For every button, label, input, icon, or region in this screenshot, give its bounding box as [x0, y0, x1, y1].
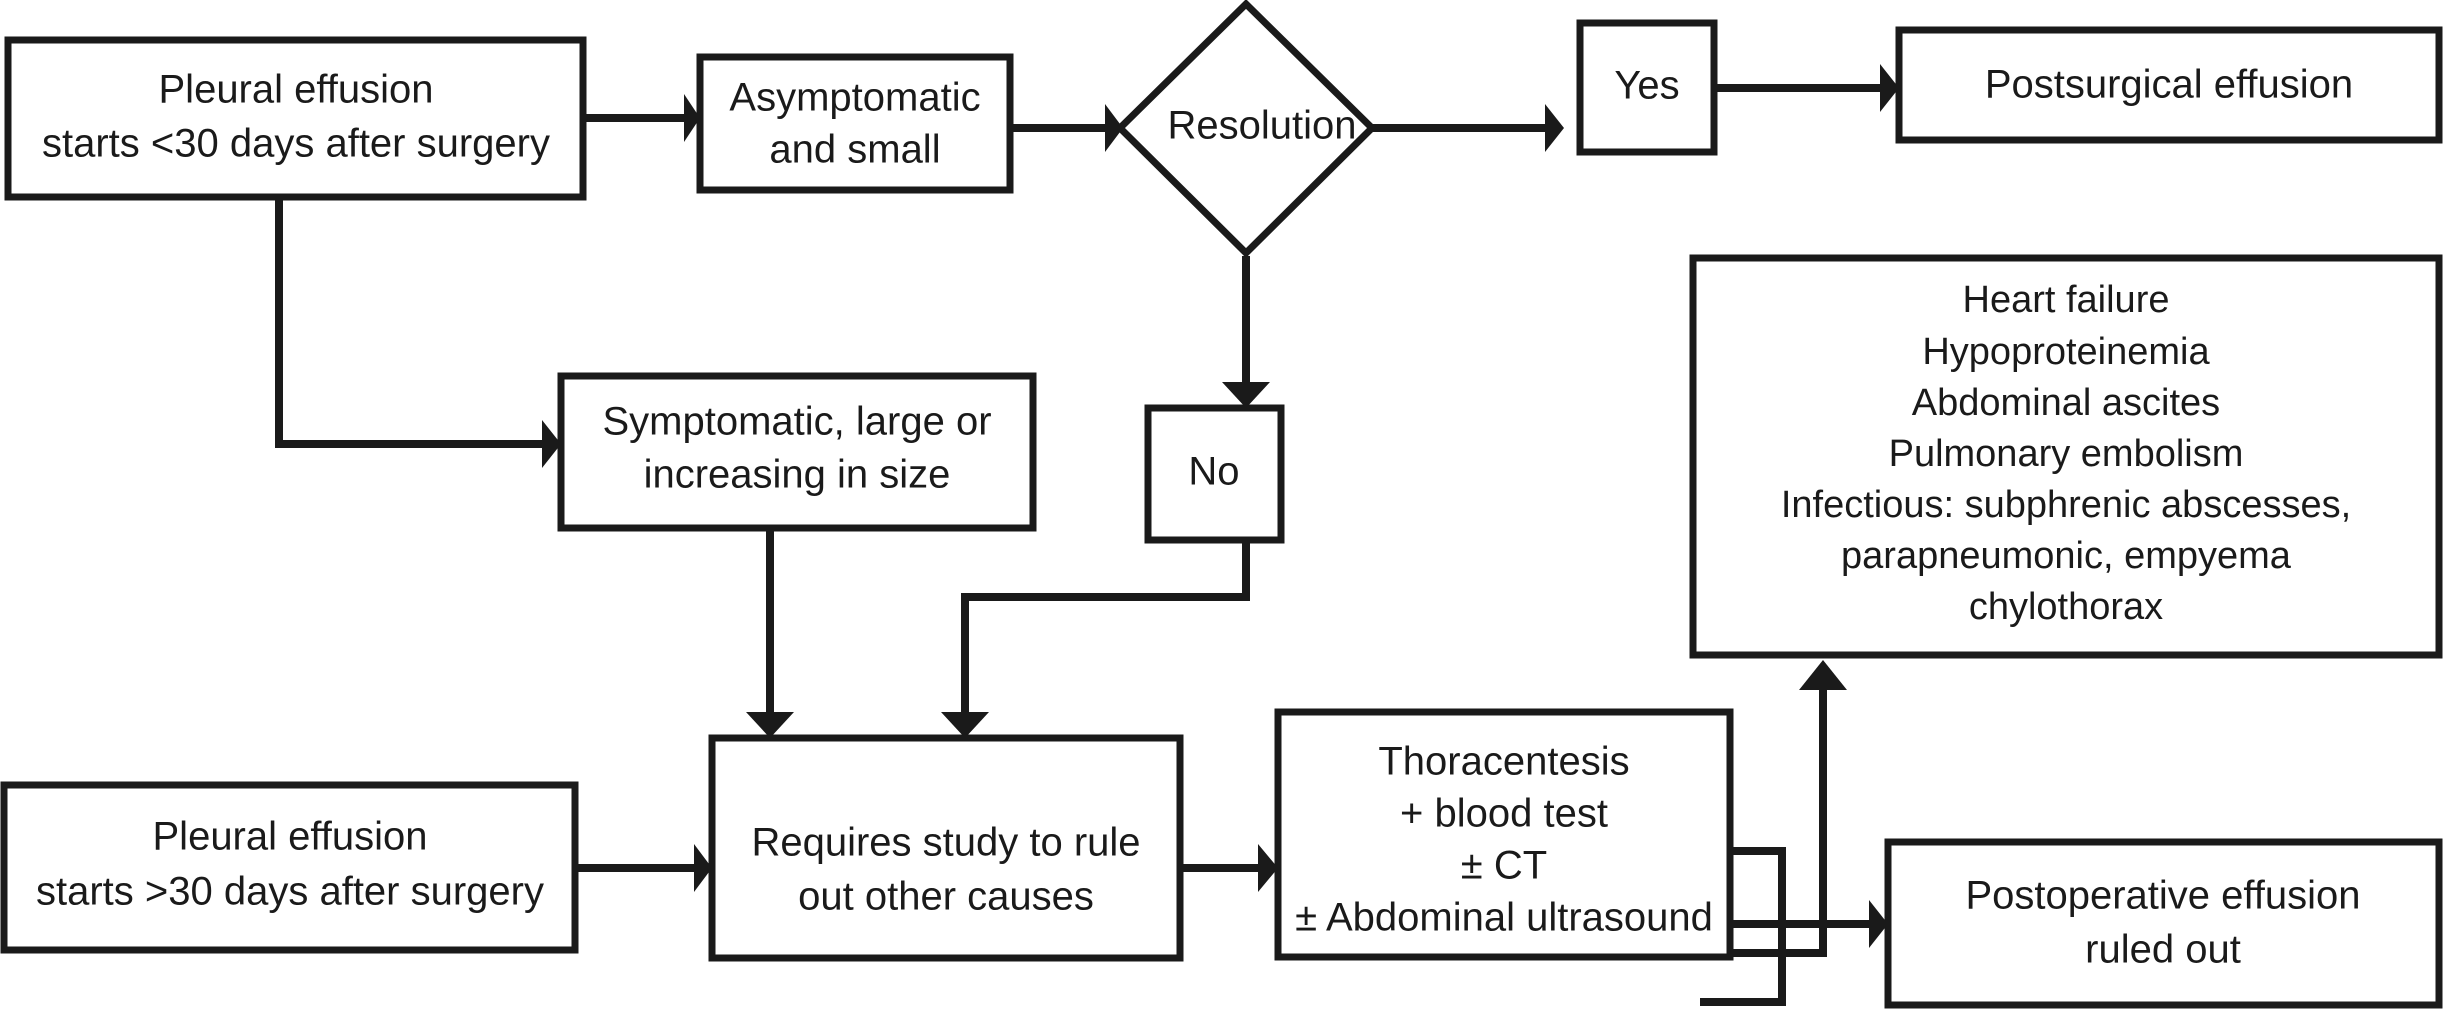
node-early-effusion[interactable]: Pleural effusion starts <30 days after s…: [4, 36, 587, 201]
node-early-effusion-line2: starts <30 days after surgery: [42, 122, 550, 166]
node-causes[interactable]: Heart failure Hypoproteinemia Abdominal …: [1689, 254, 2443, 659]
node-asymptomatic-line1: Asymptomatic: [729, 76, 980, 120]
node-early-effusion-line1: Pleural effusion: [159, 68, 434, 112]
node-ruled-out-line2: ruled out: [2085, 928, 2241, 972]
node-thoracentesis-line2: + blood test: [1400, 792, 1608, 836]
edge-yes-to-postsurgical: [1714, 64, 1899, 112]
edge-no-to-requires-study: [941, 540, 1250, 738]
node-causes-line2: Hypoproteinemia: [1922, 331, 2210, 373]
node-late-effusion[interactable]: Pleural effusion starts >30 days after s…: [0, 781, 579, 954]
node-asymptomatic-line2: and small: [769, 128, 940, 172]
edge-asymptomatic-to-resolution: [1010, 104, 1123, 152]
node-thoracentesis[interactable]: Thoracentesis + blood test ± CT ± Abdomi…: [1274, 708, 1734, 961]
edge-requires-study-to-thoracentesis: [1180, 844, 1278, 892]
edge-resolution-to-yes: [1372, 104, 1564, 152]
node-symptomatic[interactable]: Symptomatic, large or increasing in size: [557, 372, 1037, 532]
node-ruled-out[interactable]: Postoperative effusion ruled out: [1884, 838, 2443, 1009]
edge-early-to-asymptomatic: [583, 94, 700, 142]
edge-symptomatic-to-requires-study: [746, 528, 794, 738]
edge-early-to-symptomatic: [275, 197, 561, 468]
node-thoracentesis-line1: Thoracentesis: [1378, 740, 1629, 784]
node-thoracentesis-line4: ± Abdominal ultrasound: [1295, 896, 1713, 940]
edge-thoracentesis-to-ruled-out: [1730, 900, 1888, 948]
node-yes[interactable]: Yes: [1576, 19, 1718, 156]
node-causes-line6: parapneumonic, empyema: [1841, 535, 2292, 577]
node-no-label: No: [1188, 450, 1239, 494]
node-asymptomatic[interactable]: Asymptomatic and small: [696, 53, 1014, 194]
node-resolution[interactable]: Resolution: [1115, 0, 1377, 258]
node-postsurgical-effusion-label: Postsurgical effusion: [1985, 63, 2353, 107]
node-symptomatic-line2: increasing in size: [644, 453, 951, 497]
node-thoracentesis-line3: ± CT: [1461, 844, 1547, 888]
node-causes-line3: Abdominal ascites: [1912, 382, 2220, 424]
node-causes-line7: chylothorax: [1969, 586, 2163, 628]
node-no[interactable]: No: [1144, 404, 1285, 544]
node-causes-line1: Heart failure: [1963, 279, 2170, 321]
node-ruled-out-line1: Postoperative effusion: [1965, 874, 2360, 918]
node-yes-label: Yes: [1614, 64, 1679, 108]
node-requires-study-line1: Requires study to rule: [751, 821, 1140, 865]
node-resolution-label: Resolution: [1167, 104, 1356, 148]
node-late-effusion-line1: Pleural effusion: [153, 815, 428, 859]
node-requires-study[interactable]: Requires study to rule out other causes: [708, 734, 1184, 962]
node-requires-study-line2: out other causes: [798, 875, 1094, 919]
node-postsurgical-effusion[interactable]: Postsurgical effusion: [1895, 26, 2443, 144]
node-late-effusion-line2: starts >30 days after surgery: [36, 870, 544, 914]
edge-late-to-requires-study: [575, 844, 712, 892]
node-symptomatic-line1: Symptomatic, large or: [602, 400, 991, 444]
edge-resolution-to-no: [1222, 256, 1270, 408]
node-causes-line4: Pulmonary embolism: [1889, 433, 2244, 475]
node-causes-line5: Infectious: subphrenic abscesses,: [1781, 484, 2351, 526]
